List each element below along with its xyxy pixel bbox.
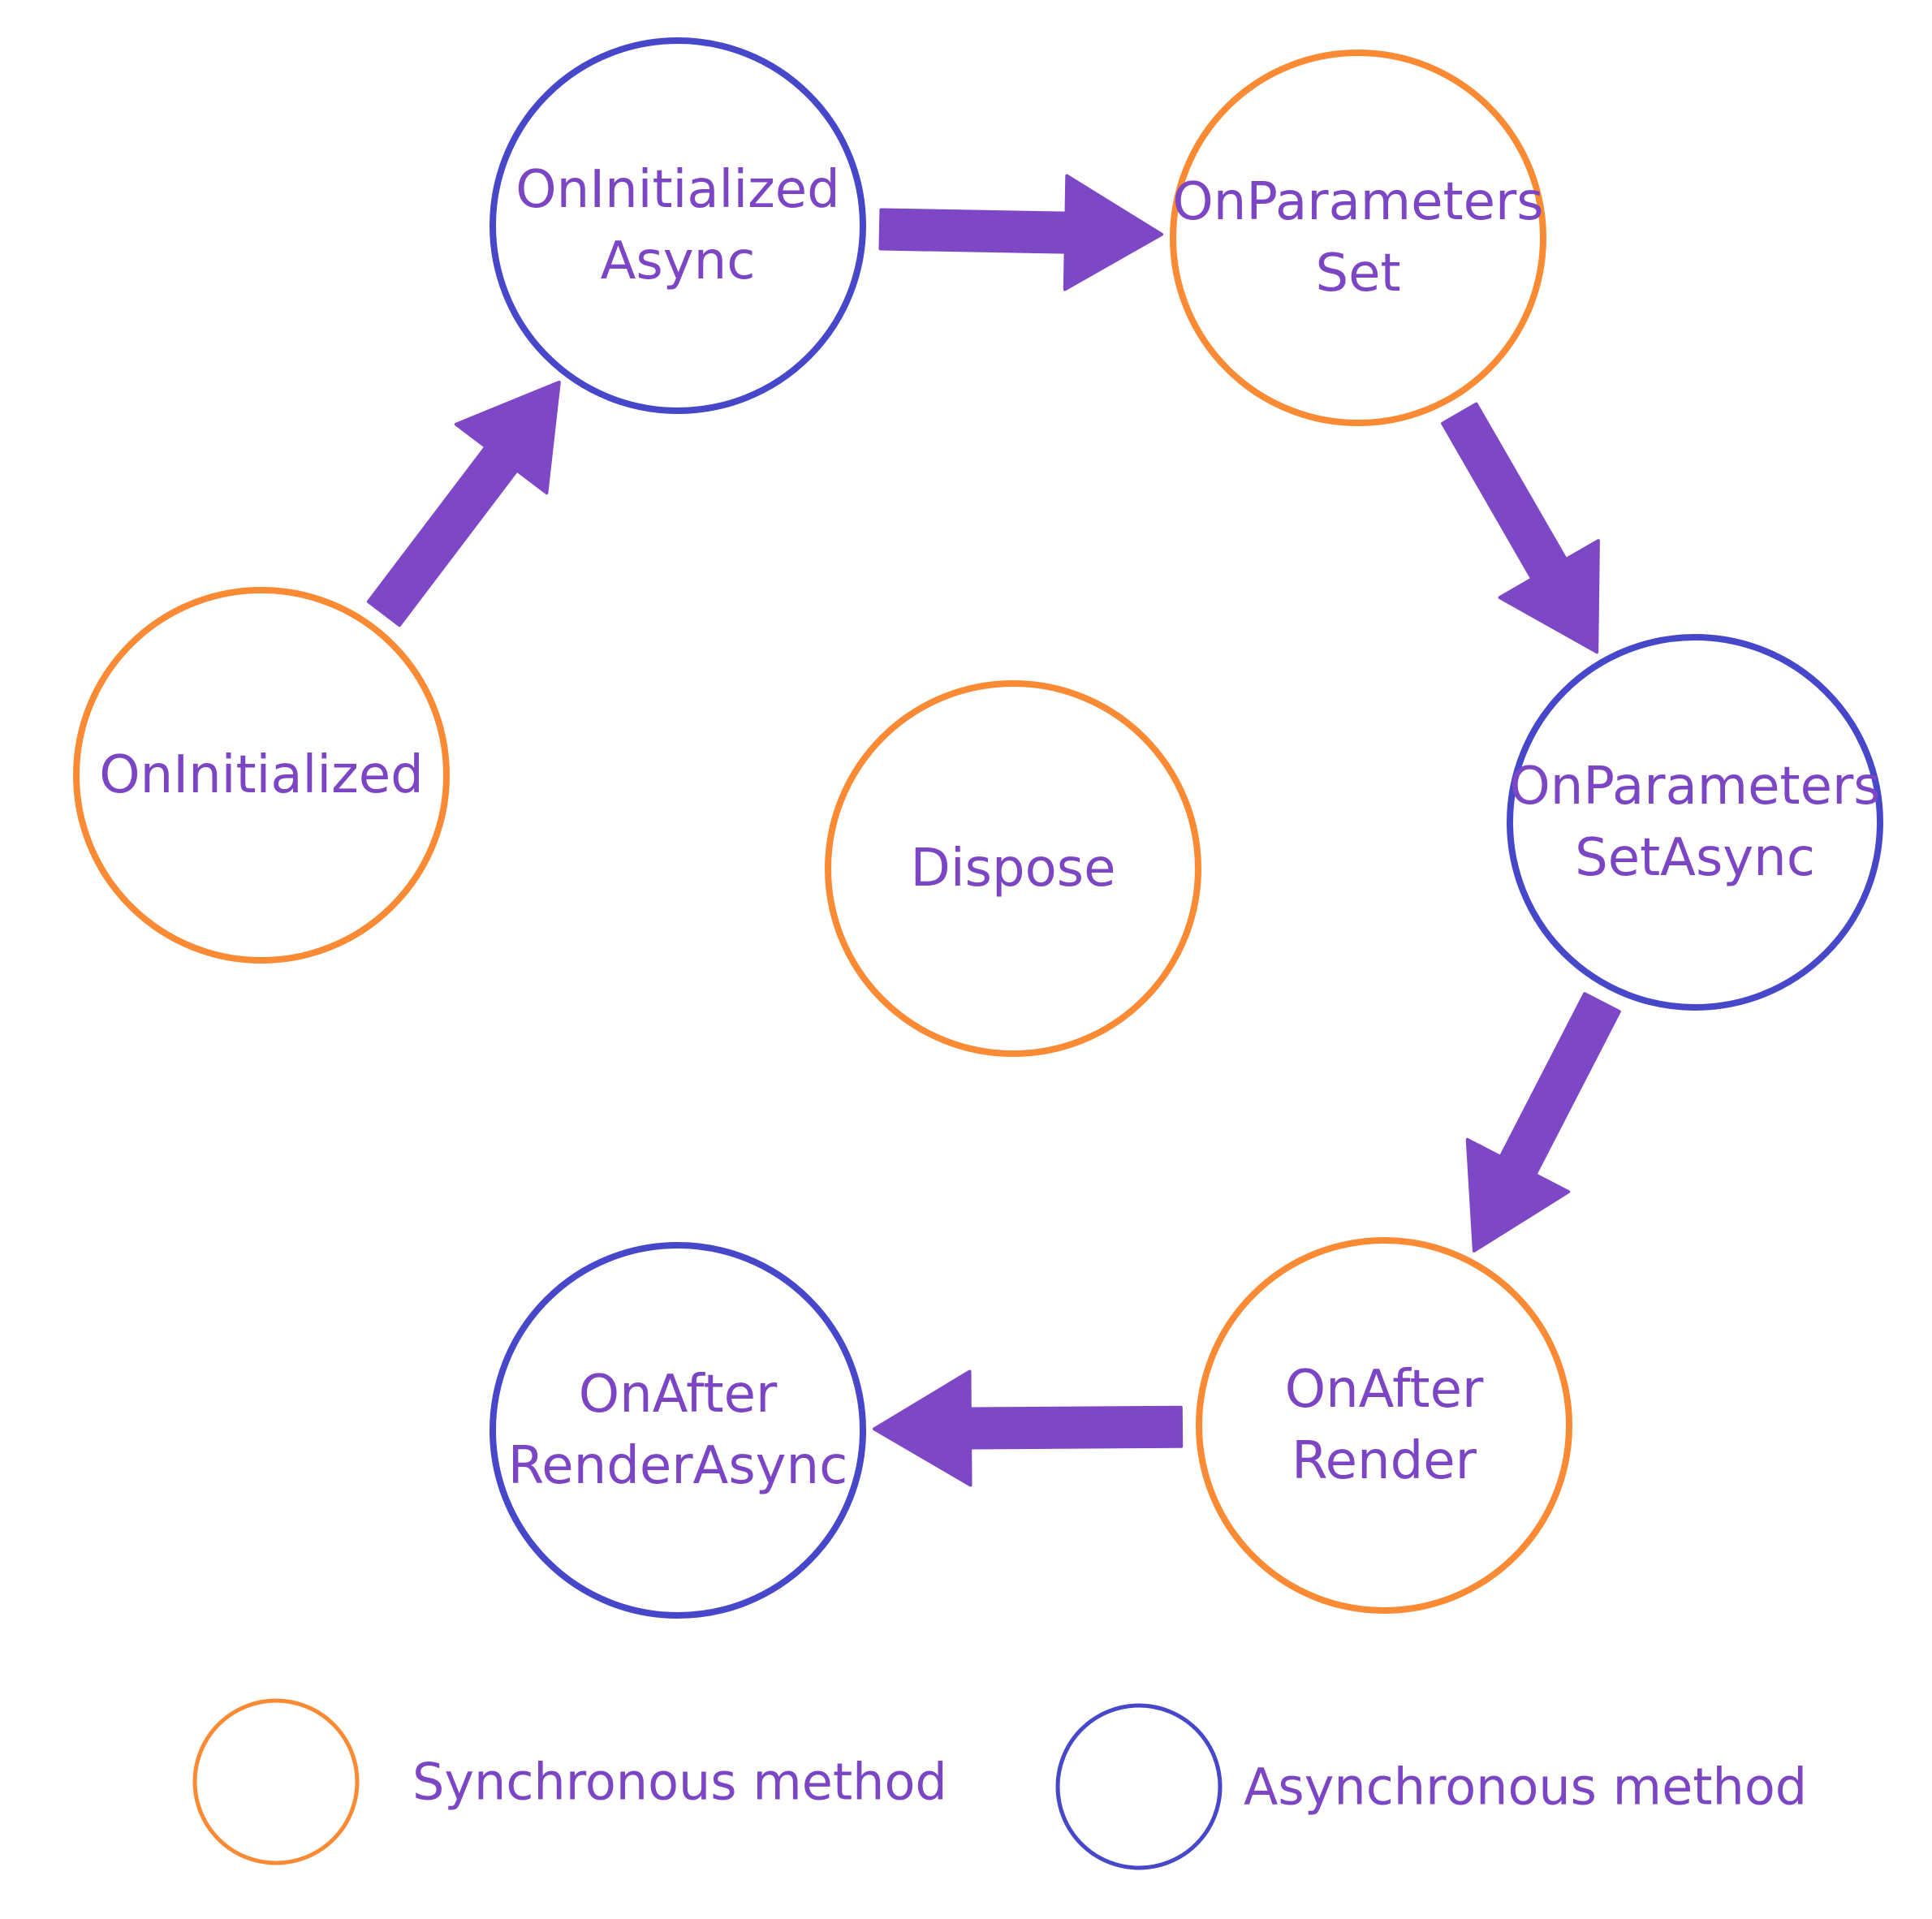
legend-swatch-asynchronous (1055, 1703, 1223, 1870)
arrow-onparameters-set-to-onparameters-set-async (1441, 402, 1600, 654)
node-oninitialized: OnInitialized (73, 587, 450, 964)
arrow-onafter-render-to-onafter-render-async (873, 1369, 1184, 1487)
node-circle-synchronous (825, 680, 1201, 1057)
node-circle-synchronous (73, 587, 450, 964)
node-circle-synchronous (1196, 1237, 1572, 1614)
legend: Synchronous method Asynchronous method (192, 1698, 1807, 1870)
legend-item-synchronous: Synchronous method (192, 1698, 947, 1865)
node-circle-asynchronous (1507, 634, 1883, 1011)
node-label: SetAsync (1575, 828, 1815, 888)
node-dispose: Dispose (825, 680, 1201, 1057)
node-label: Async (601, 231, 756, 291)
flow-arrows (366, 174, 1621, 1487)
node-label: RenderAsync (508, 1436, 848, 1496)
arrow-onparameters-set-async-to-onafter-render (1465, 992, 1621, 1253)
lifecycle-nodes: OnInitializedOnInitializedAsyncOnParamet… (73, 37, 1883, 1619)
node-circle-asynchronous (489, 37, 866, 414)
legend-swatch-synchronous (192, 1698, 360, 1865)
legend-label: Asynchronous method (1244, 1757, 1807, 1817)
node-circle-synchronous (1170, 50, 1546, 426)
node-label: OnAfter (1285, 1360, 1484, 1420)
node-label: OnInitialized (515, 160, 839, 220)
node-circle-asynchronous (489, 1242, 866, 1619)
node-label: OnParameters (1509, 757, 1880, 817)
node-label: OnAfter (579, 1365, 778, 1425)
legend-label: Synchronous method (412, 1753, 947, 1812)
arrow-oninitialized-to-oninitialized-async (366, 380, 561, 627)
node-label: Render (1292, 1431, 1477, 1491)
node-label: Dispose (911, 839, 1116, 899)
node-label: OnInitialized (99, 745, 423, 805)
legend-item-asynchronous: Asynchronous method (1055, 1703, 1807, 1870)
node-label: OnParameters (1172, 172, 1543, 232)
node-label: Set (1315, 244, 1400, 304)
arrow-oninitialized-async-to-onparameters-set (878, 174, 1163, 291)
